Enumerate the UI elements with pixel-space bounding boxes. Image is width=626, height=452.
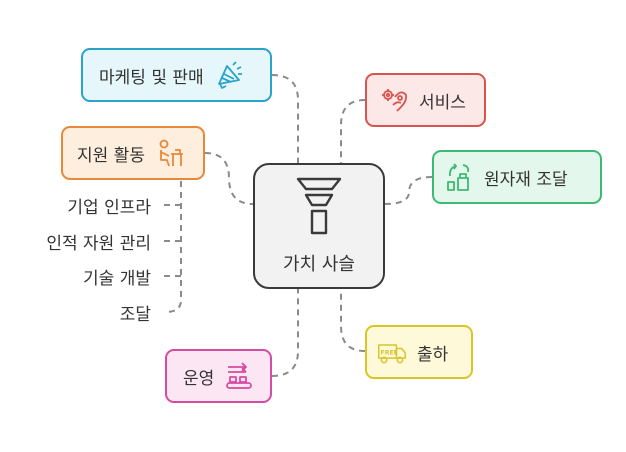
megaphone-icon <box>214 60 244 90</box>
value-chain-center-node[interactable]: 가치 사슬 <box>253 163 385 289</box>
support-item-infrastructure: 기업 인프라 <box>67 198 151 218</box>
node-support-activities[interactable]: 지원 활동 <box>61 126 205 180</box>
person-desk-icon <box>155 138 185 168</box>
node-label: 마케팅 및 판매 <box>99 67 204 88</box>
recycle-boxes-icon <box>444 162 474 192</box>
funnel-icon <box>296 177 342 240</box>
hand-gears-icon <box>379 85 409 115</box>
support-item-procurement: 조달 <box>119 305 151 325</box>
node-service[interactable]: 서비스 <box>365 73 486 127</box>
center-label: 가치 사슬 <box>283 253 355 275</box>
node-label: 지원 활동 <box>77 145 145 166</box>
free-delivery-truck-icon: FREE <box>377 337 407 367</box>
node-label: 운영 <box>183 368 215 389</box>
node-operations[interactable]: 운영 <box>165 349 272 403</box>
support-item-hr-management: 인적 자원 관리 <box>46 234 151 254</box>
conveyor-icon <box>224 361 254 391</box>
node-label: 서비스 <box>419 92 466 113</box>
node-label: 원자재 조달 <box>484 169 568 190</box>
node-label: 출하 <box>417 344 449 365</box>
node-marketing-sales[interactable]: 마케팅 및 판매 <box>81 48 272 102</box>
node-inbound-logistics[interactable]: 원자재 조달 <box>432 150 602 204</box>
support-item-technology-development: 기술 개발 <box>83 269 151 289</box>
node-outbound-logistics[interactable]: FREE 출하 <box>365 325 473 379</box>
svg-text:FREE: FREE <box>381 350 398 357</box>
